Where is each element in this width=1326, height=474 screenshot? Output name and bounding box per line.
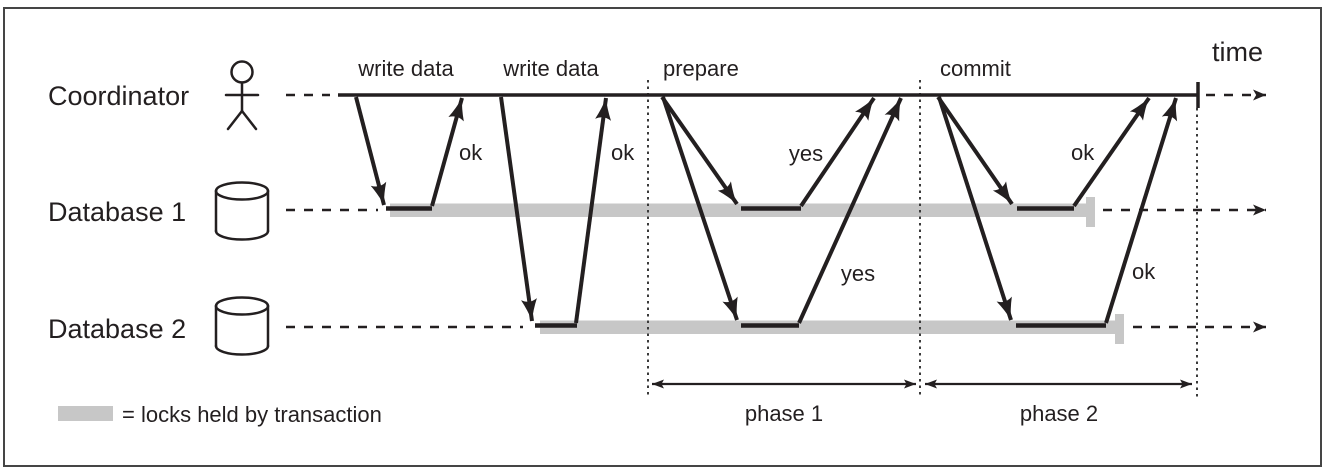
yes-prepare-db1-label: yes xyxy=(789,141,823,166)
legend-lock-swatch xyxy=(58,406,113,421)
figure-border xyxy=(3,7,1322,467)
commit-label: commit xyxy=(940,56,1011,81)
database-2-timeline xyxy=(286,321,1266,333)
yes-prepare-db2-label: yes xyxy=(841,261,875,286)
time-axis-label: time xyxy=(1212,37,1263,67)
database-2-label: Database 2 xyxy=(48,314,186,344)
coordinator-timeline xyxy=(286,82,1266,108)
legend: = locks held by transaction xyxy=(58,402,382,427)
write-data-1-exchange xyxy=(354,96,464,207)
write-data-2-label: write data xyxy=(502,56,599,81)
prepare-label: prepare xyxy=(663,56,739,81)
commit-exchange xyxy=(936,95,1178,324)
lock-bar-db1 xyxy=(390,197,1095,227)
ok-commit-db2-label: ok xyxy=(1132,259,1156,284)
ok-write-2-label: ok xyxy=(611,140,635,165)
database-1-label: Database 1 xyxy=(48,197,186,227)
prepare-exchange xyxy=(660,95,903,324)
write-data-2-exchange xyxy=(499,96,612,324)
ok-write-1-label: ok xyxy=(459,140,483,165)
lock-bar-db2-end-cap xyxy=(1115,314,1124,344)
legend-text: = locks held by transaction xyxy=(122,402,382,427)
write-data-1-label: write data xyxy=(357,56,454,81)
database-1-timeline xyxy=(286,204,1266,216)
person-icon xyxy=(224,60,260,131)
ok-commit-db1-label: ok xyxy=(1071,140,1095,165)
lock-bar-db1-end-cap xyxy=(1086,197,1095,227)
lock-bar-db2 xyxy=(540,314,1124,344)
database-2-icon xyxy=(214,296,270,356)
phase-2-label: phase 2 xyxy=(1020,401,1098,426)
phase-2-span: phase 2 xyxy=(925,379,1192,426)
phase-1-label: phase 1 xyxy=(745,401,823,426)
database-1-icon xyxy=(214,181,270,241)
coordinator-label: Coordinator xyxy=(48,81,189,111)
phase-1-span: phase 1 xyxy=(652,379,916,426)
